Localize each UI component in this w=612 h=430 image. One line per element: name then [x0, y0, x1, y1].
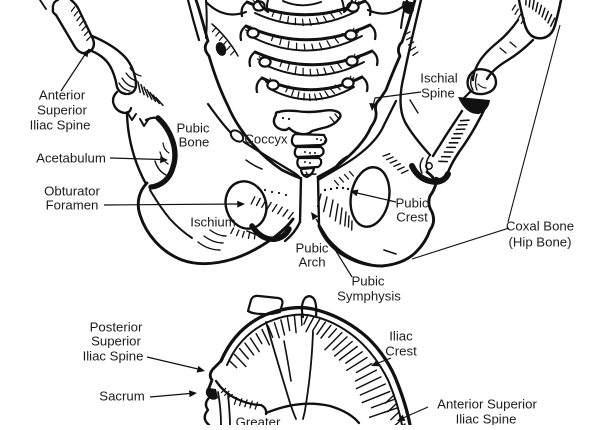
svg-text:Posterior: Posterior	[90, 320, 143, 335]
svg-text:Acetabulum: Acetabulum	[36, 151, 106, 166]
svg-text:Iliac: Iliac	[389, 329, 413, 344]
svg-text:Pubic: Pubic	[352, 274, 385, 289]
svg-text:Superior: Superior	[91, 334, 141, 349]
svg-text:Spine: Spine	[421, 86, 455, 101]
svg-text:Obturator: Obturator	[44, 184, 100, 199]
svg-text:Crest: Crest	[396, 210, 428, 225]
svg-text:Iliac Spine: Iliac Spine	[456, 412, 517, 426]
svg-text:Greater: Greater	[236, 415, 281, 426]
svg-text:Pubic: Pubic	[296, 241, 329, 256]
svg-text:Bone: Bone	[179, 135, 210, 150]
svg-text:Arch: Arch	[298, 255, 325, 270]
svg-text:Foramen: Foramen	[46, 198, 99, 213]
svg-text:Crest: Crest	[385, 344, 417, 359]
svg-text:Anterior Superior: Anterior Superior	[437, 397, 537, 412]
svg-text:Symphysis: Symphysis	[337, 289, 401, 304]
svg-text:Coxal Bone: Coxal Bone	[506, 219, 574, 234]
svg-text:Iliac Spine: Iliac Spine	[83, 349, 144, 364]
svg-text:Ischial: Ischial	[420, 71, 457, 86]
svg-text:Ischium: Ischium	[190, 215, 235, 230]
svg-text:(Hip Bone): (Hip Bone)	[508, 235, 571, 250]
svg-text:Iliac Spine: Iliac Spine	[30, 118, 91, 133]
svg-text:Superior: Superior	[37, 103, 87, 118]
svg-text:Pubic: Pubic	[177, 121, 210, 136]
svg-text:Coccyx: Coccyx	[244, 132, 288, 147]
svg-text:Pubic: Pubic	[396, 196, 429, 211]
svg-text:Sacrum: Sacrum	[99, 389, 144, 404]
